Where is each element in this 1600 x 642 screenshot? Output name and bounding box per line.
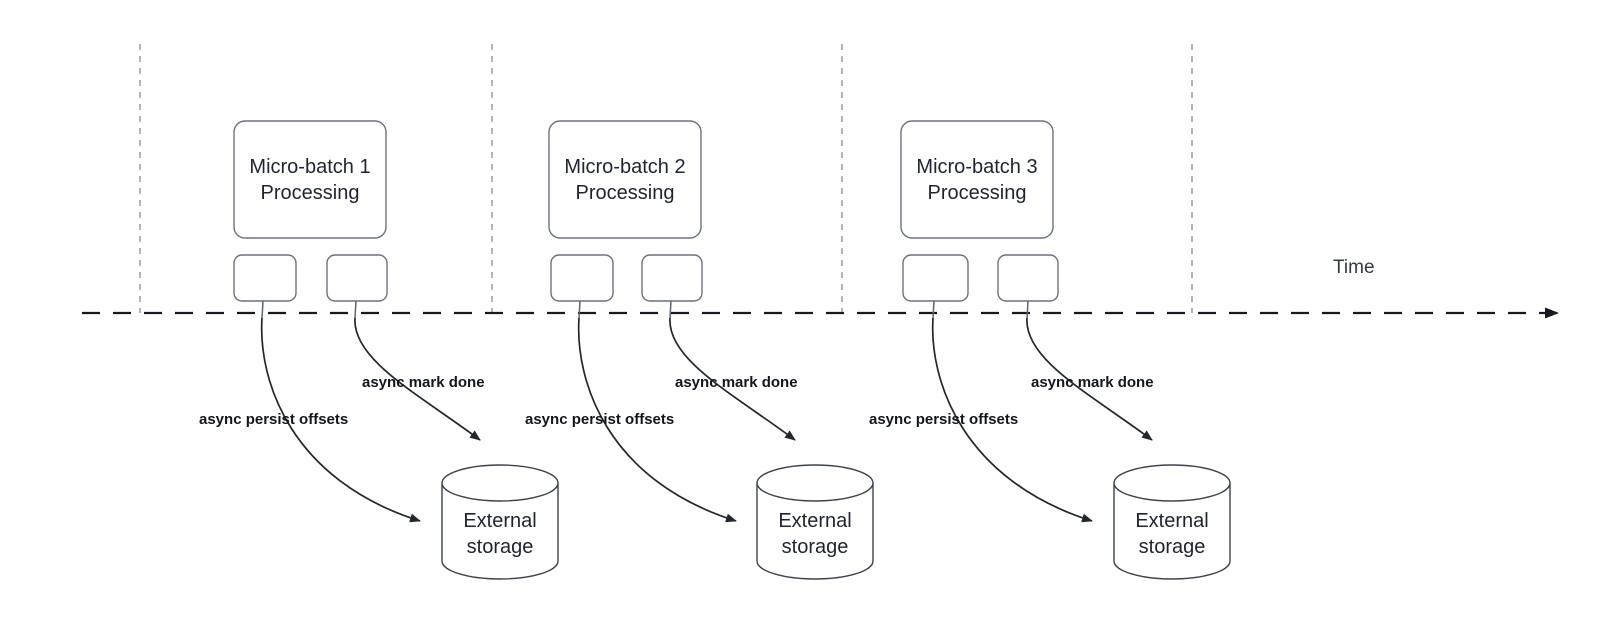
micro-batch-2-task-box-a[interactable] xyxy=(550,254,614,302)
micro-batch-1-persist-offsets-label: async persist offsets xyxy=(199,411,348,428)
micro-batch-2-stem-b xyxy=(669,300,672,319)
micro-batch-3-persist-offsets-label: async persist offsets xyxy=(869,411,1018,428)
micro-batch-2-persist-offsets-arrow xyxy=(577,317,737,523)
external-storage-2-label-line2: storage xyxy=(782,536,849,558)
micro-batch-1-mark-done-arrow xyxy=(354,317,481,441)
micro-batch-3-box[interactable] xyxy=(900,120,1054,239)
micro-batch-2-mark-done-arrow xyxy=(669,317,796,441)
time-axis-label: Time xyxy=(1333,257,1375,278)
external-storage-1-label-line2: storage xyxy=(467,536,534,558)
tick-lines-group xyxy=(139,44,1193,313)
time-axis-group: Time xyxy=(82,257,1559,319)
micro-batch-1-label-line2: Processing xyxy=(261,182,360,204)
micro-batch-3-label-line2: Processing xyxy=(928,182,1027,204)
micro-batch-3-stem-a xyxy=(932,300,935,319)
external-storage-1-top xyxy=(441,464,559,502)
micro-batch-1-task-box-b[interactable] xyxy=(326,254,388,302)
micro-batch-3-task-box-a[interactable] xyxy=(902,254,969,302)
micro-batch-2-box[interactable] xyxy=(548,120,702,239)
micro-batch-2-stem-a xyxy=(578,300,581,319)
micro-batch-2-persist-offsets-label: async persist offsets xyxy=(525,411,674,428)
micro-batch-3-stem-b xyxy=(1026,300,1029,319)
external-storage-3-label-line2: storage xyxy=(1139,536,1206,558)
micro-batch-1-stem-a xyxy=(261,300,264,319)
micro-batch-group-2: Micro-batch 2 Processing async persist o… xyxy=(525,120,874,580)
external-storage-1-body xyxy=(441,482,559,580)
micro-batch-3-label-line1: Micro-batch 3 xyxy=(916,156,1037,178)
micro-batch-group-3: Micro-batch 3 Processing async persist o… xyxy=(869,120,1231,580)
micro-batch-3-mark-done-arrow xyxy=(1026,317,1153,441)
micro-batch-3-persist-offsets-arrow xyxy=(931,317,1093,523)
micro-batch-group-1: Micro-batch 1 Processing async persist o… xyxy=(199,120,559,580)
external-storage-1-label-line1: External xyxy=(463,510,536,532)
external-storage-3-body xyxy=(1113,482,1231,580)
external-storage-3-label-line1: External xyxy=(1135,510,1208,532)
micro-batch-3-task-box-b[interactable] xyxy=(997,254,1059,302)
external-storage-cylinder-1[interactable]: External storage xyxy=(441,464,559,580)
micro-batch-1-mark-done-label: async mark done xyxy=(362,374,485,391)
external-storage-cylinder-3[interactable]: External storage xyxy=(1113,464,1231,580)
micro-batch-1-label-line1: Micro-batch 1 xyxy=(249,156,370,178)
micro-batch-2-label-line2: Processing xyxy=(576,182,675,204)
micro-batch-2-task-box-b[interactable] xyxy=(641,254,703,302)
external-storage-2-body xyxy=(756,482,874,580)
external-storage-2-top xyxy=(756,464,874,502)
micro-batch-1-persist-offsets-arrow xyxy=(260,317,421,523)
micro-batch-1-task-box-a[interactable] xyxy=(233,254,297,302)
micro-batch-1-box[interactable] xyxy=(233,120,387,239)
external-storage-2-label-line1: External xyxy=(778,510,851,532)
micro-batch-1-stem-b xyxy=(354,300,357,319)
micro-batch-2-label-line1: Micro-batch 2 xyxy=(564,156,685,178)
external-storage-cylinder-2[interactable]: External storage xyxy=(756,464,874,580)
micro-batch-3-mark-done-label: async mark done xyxy=(1031,374,1154,391)
micro-batch-2-mark-done-label: async mark done xyxy=(675,374,798,391)
external-storage-3-top xyxy=(1113,464,1231,502)
